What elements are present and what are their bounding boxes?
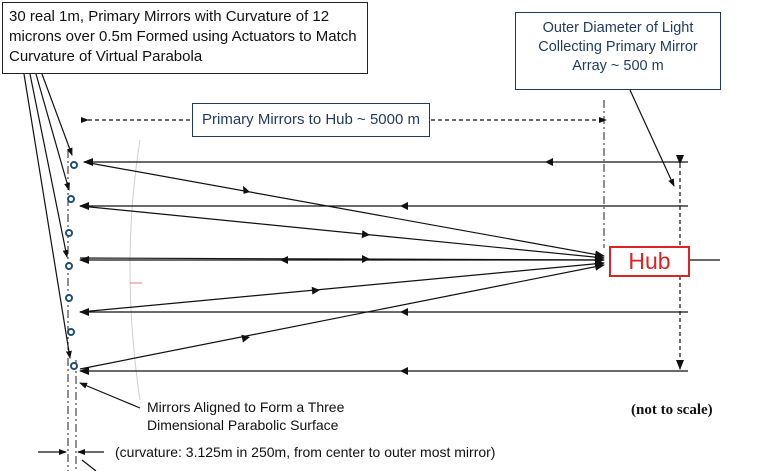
- mirror-dot: [65, 262, 73, 270]
- mirror-dot: [65, 229, 73, 237]
- outer-diam-pointer: [629, 89, 675, 187]
- outer-diameter-note: Outer Diameter of Light Collecting Prima…: [515, 12, 721, 90]
- bottom-pointer: [81, 459, 97, 471]
- mirror-dot: [67, 328, 75, 336]
- note-pointer-arrows: [23, 73, 73, 359]
- virtual-parabola-arc: [129, 139, 141, 401]
- mirror-dot: [70, 362, 78, 370]
- reflected-ray-mid-arrows: [241, 185, 370, 343]
- hub-box: Hub: [609, 246, 690, 277]
- hub-distance-label: Primary Mirrors to Hub ~ 5000 m: [192, 103, 430, 137]
- mirror-dots: [65, 161, 78, 370]
- primary-mirrors-note: 30 real 1m, Primary Mirrors with Curvatu…: [2, 2, 368, 74]
- curvature-note: (curvature: 3.125m in 250m, from center …: [115, 444, 496, 460]
- not-to-scale-note: (not to scale): [631, 402, 713, 418]
- aligned-mirrors-note: Mirrors Aligned to Form a Three Dimensio…: [147, 399, 345, 433]
- aligned-note-pointer: [79, 382, 141, 409]
- reflected-rays: [79, 161, 605, 370]
- mirror-dot: [65, 294, 73, 302]
- mirror-dot: [67, 195, 75, 203]
- mirror-dot: [70, 161, 78, 169]
- incoming-ray-mid-arrows: [280, 158, 553, 375]
